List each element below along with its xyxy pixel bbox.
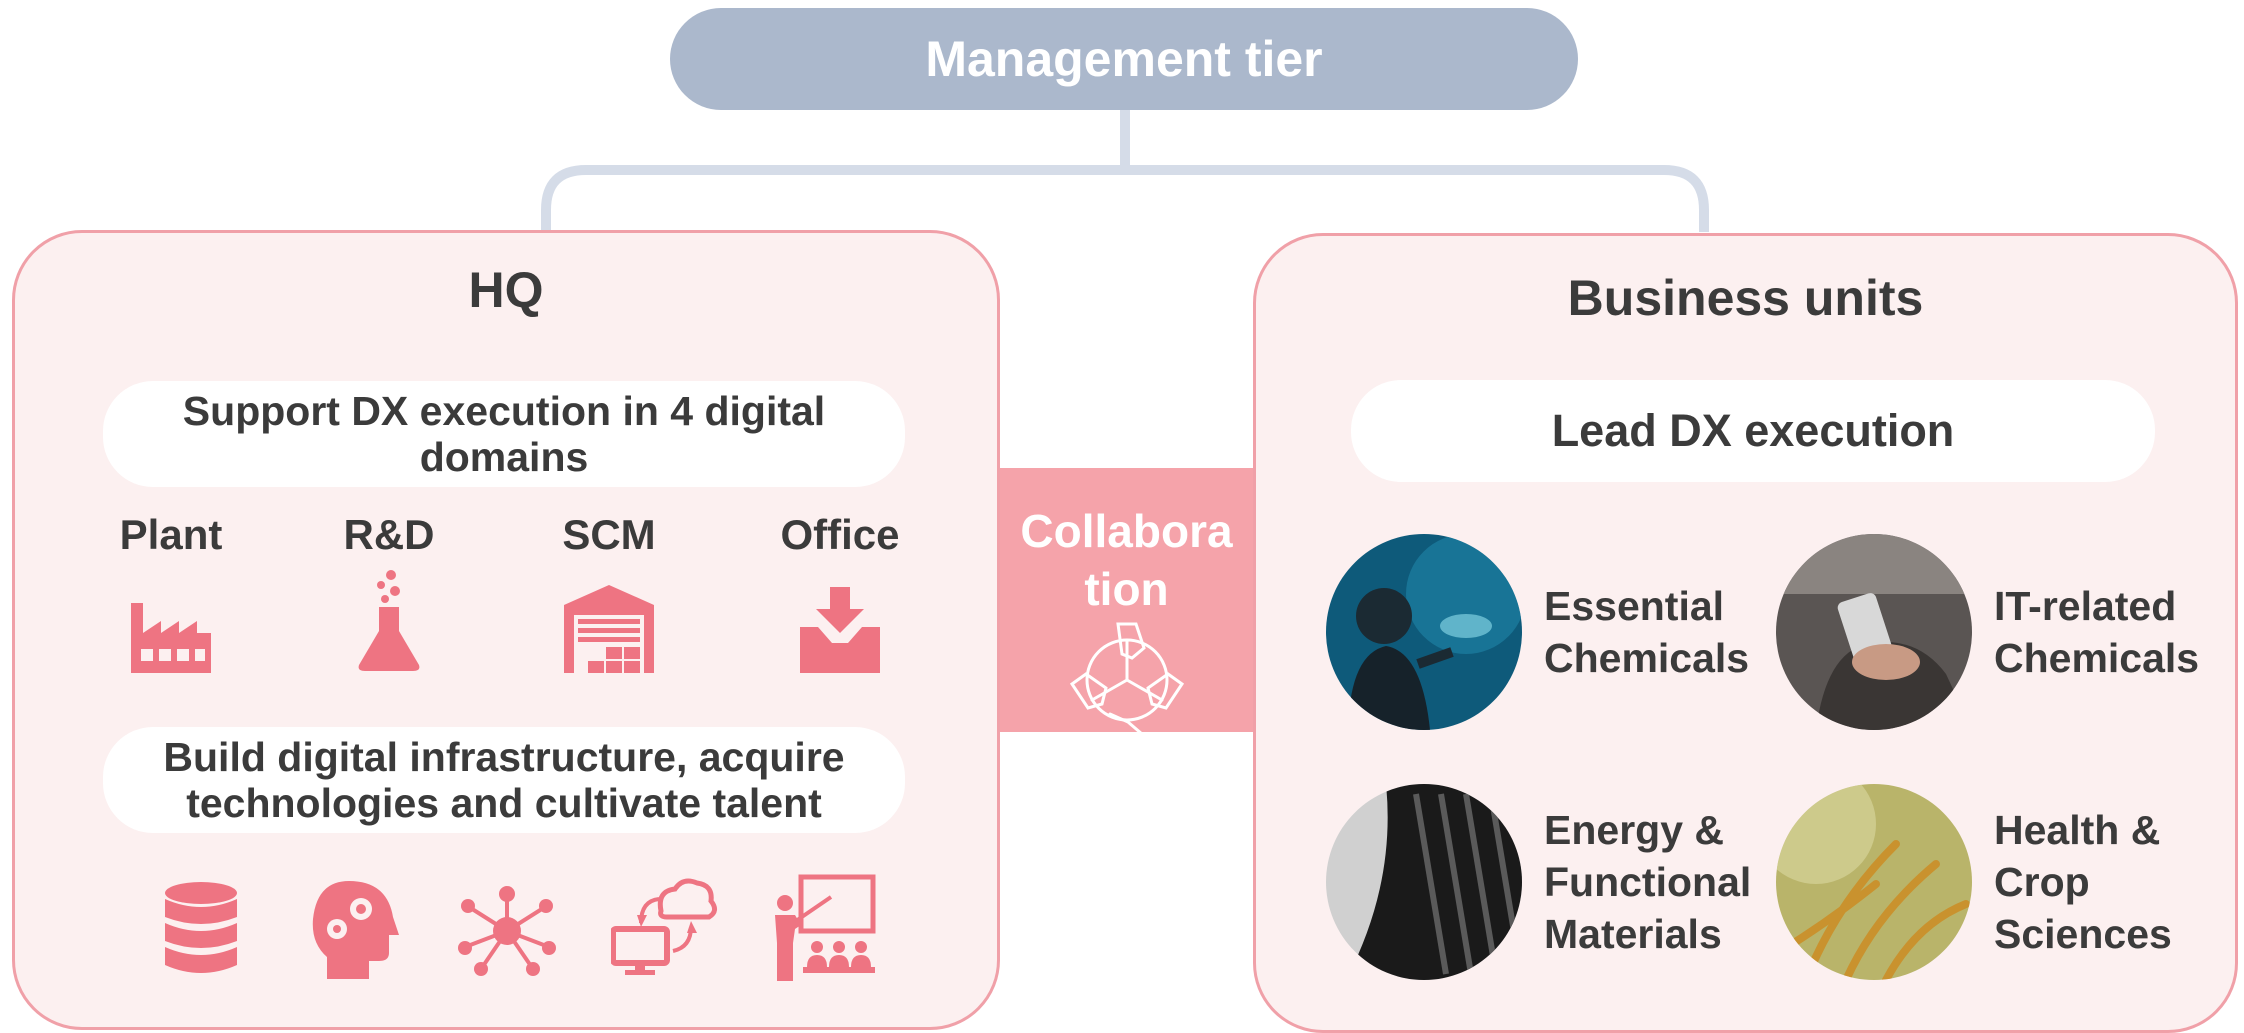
domain-scm: SCM — [509, 511, 709, 673]
hq-title: HQ — [468, 262, 544, 318]
domain-rd: R&D — [289, 511, 489, 673]
collaboration-label: Collabora tion — [1020, 505, 1233, 615]
database-icon — [165, 882, 237, 973]
domain-scm-label: SCM — [562, 511, 656, 558]
collaboration-bridge: Collabora tion — [1000, 468, 1253, 736]
inbox-download-icon — [800, 587, 880, 673]
unit-essential-chemicals-label: Essential Chemicals — [1544, 583, 1750, 681]
unit-essential-chemicals: Essential Chemicals — [1326, 534, 1784, 730]
cloud-sync-computer-icon — [611, 878, 717, 975]
domain-office: Office — [740, 511, 940, 673]
business-units-title: Business units — [1567, 270, 1924, 326]
training-presentation-icon — [775, 874, 876, 981]
joined-hands-icon — [1069, 622, 1184, 736]
child-at-aquarium-photo — [1326, 534, 1522, 730]
bu-lead-pill-label: Lead DX execution — [1551, 405, 1955, 456]
rice-ears-photo — [1776, 784, 1972, 980]
ai-head-gears-icon — [312, 881, 399, 979]
domain-plant-label: Plant — [119, 511, 223, 558]
tier-connector-lines — [541, 110, 1709, 232]
flask-icon — [358, 570, 420, 671]
hq-panel: HQ Support DX execution in 4 digital dom… — [12, 230, 1000, 1030]
hands-holding-smartphone-photo — [1776, 534, 1972, 730]
unit-it-related-chemicals-label: IT-related Chemicals — [1994, 583, 2200, 681]
management-tier-box: Management tier — [670, 8, 1578, 110]
hq-infra-pill: Build digital infrastructure, acquire te… — [103, 727, 905, 833]
business-units-panel: Business units Lead DX execution Essenti… — [1253, 233, 2238, 1033]
unit-health-crop-sciences: Health & Crop Sciences — [1776, 784, 2234, 980]
factory-icon — [131, 603, 211, 673]
network-hub-icon — [458, 886, 556, 976]
tire-tread-photo — [1326, 784, 1522, 980]
unit-health-crop-sciences-label: Health & Crop Sciences — [1994, 807, 2172, 957]
hq-infra-pill-label: Build digital infrastructure, acquire te… — [163, 734, 845, 826]
unit-energy-functional-materials: Energy & Functional Materials — [1326, 784, 1784, 980]
warehouse-icon — [564, 585, 654, 673]
domain-rd-label: R&D — [343, 511, 435, 558]
domain-plant: Plant — [71, 511, 271, 673]
management-tier-label: Management tier — [925, 31, 1323, 87]
hq-support-pill-label: Support DX execution in 4 digital domain… — [182, 388, 826, 480]
unit-energy-functional-materials-label: Energy & Functional Materials — [1544, 807, 1752, 957]
domain-office-label: Office — [780, 511, 900, 558]
hq-support-pill: Support DX execution in 4 digital domain… — [103, 381, 905, 487]
unit-it-related-chemicals: IT-related Chemicals — [1776, 534, 2234, 730]
bu-lead-pill: Lead DX execution — [1351, 380, 2155, 482]
